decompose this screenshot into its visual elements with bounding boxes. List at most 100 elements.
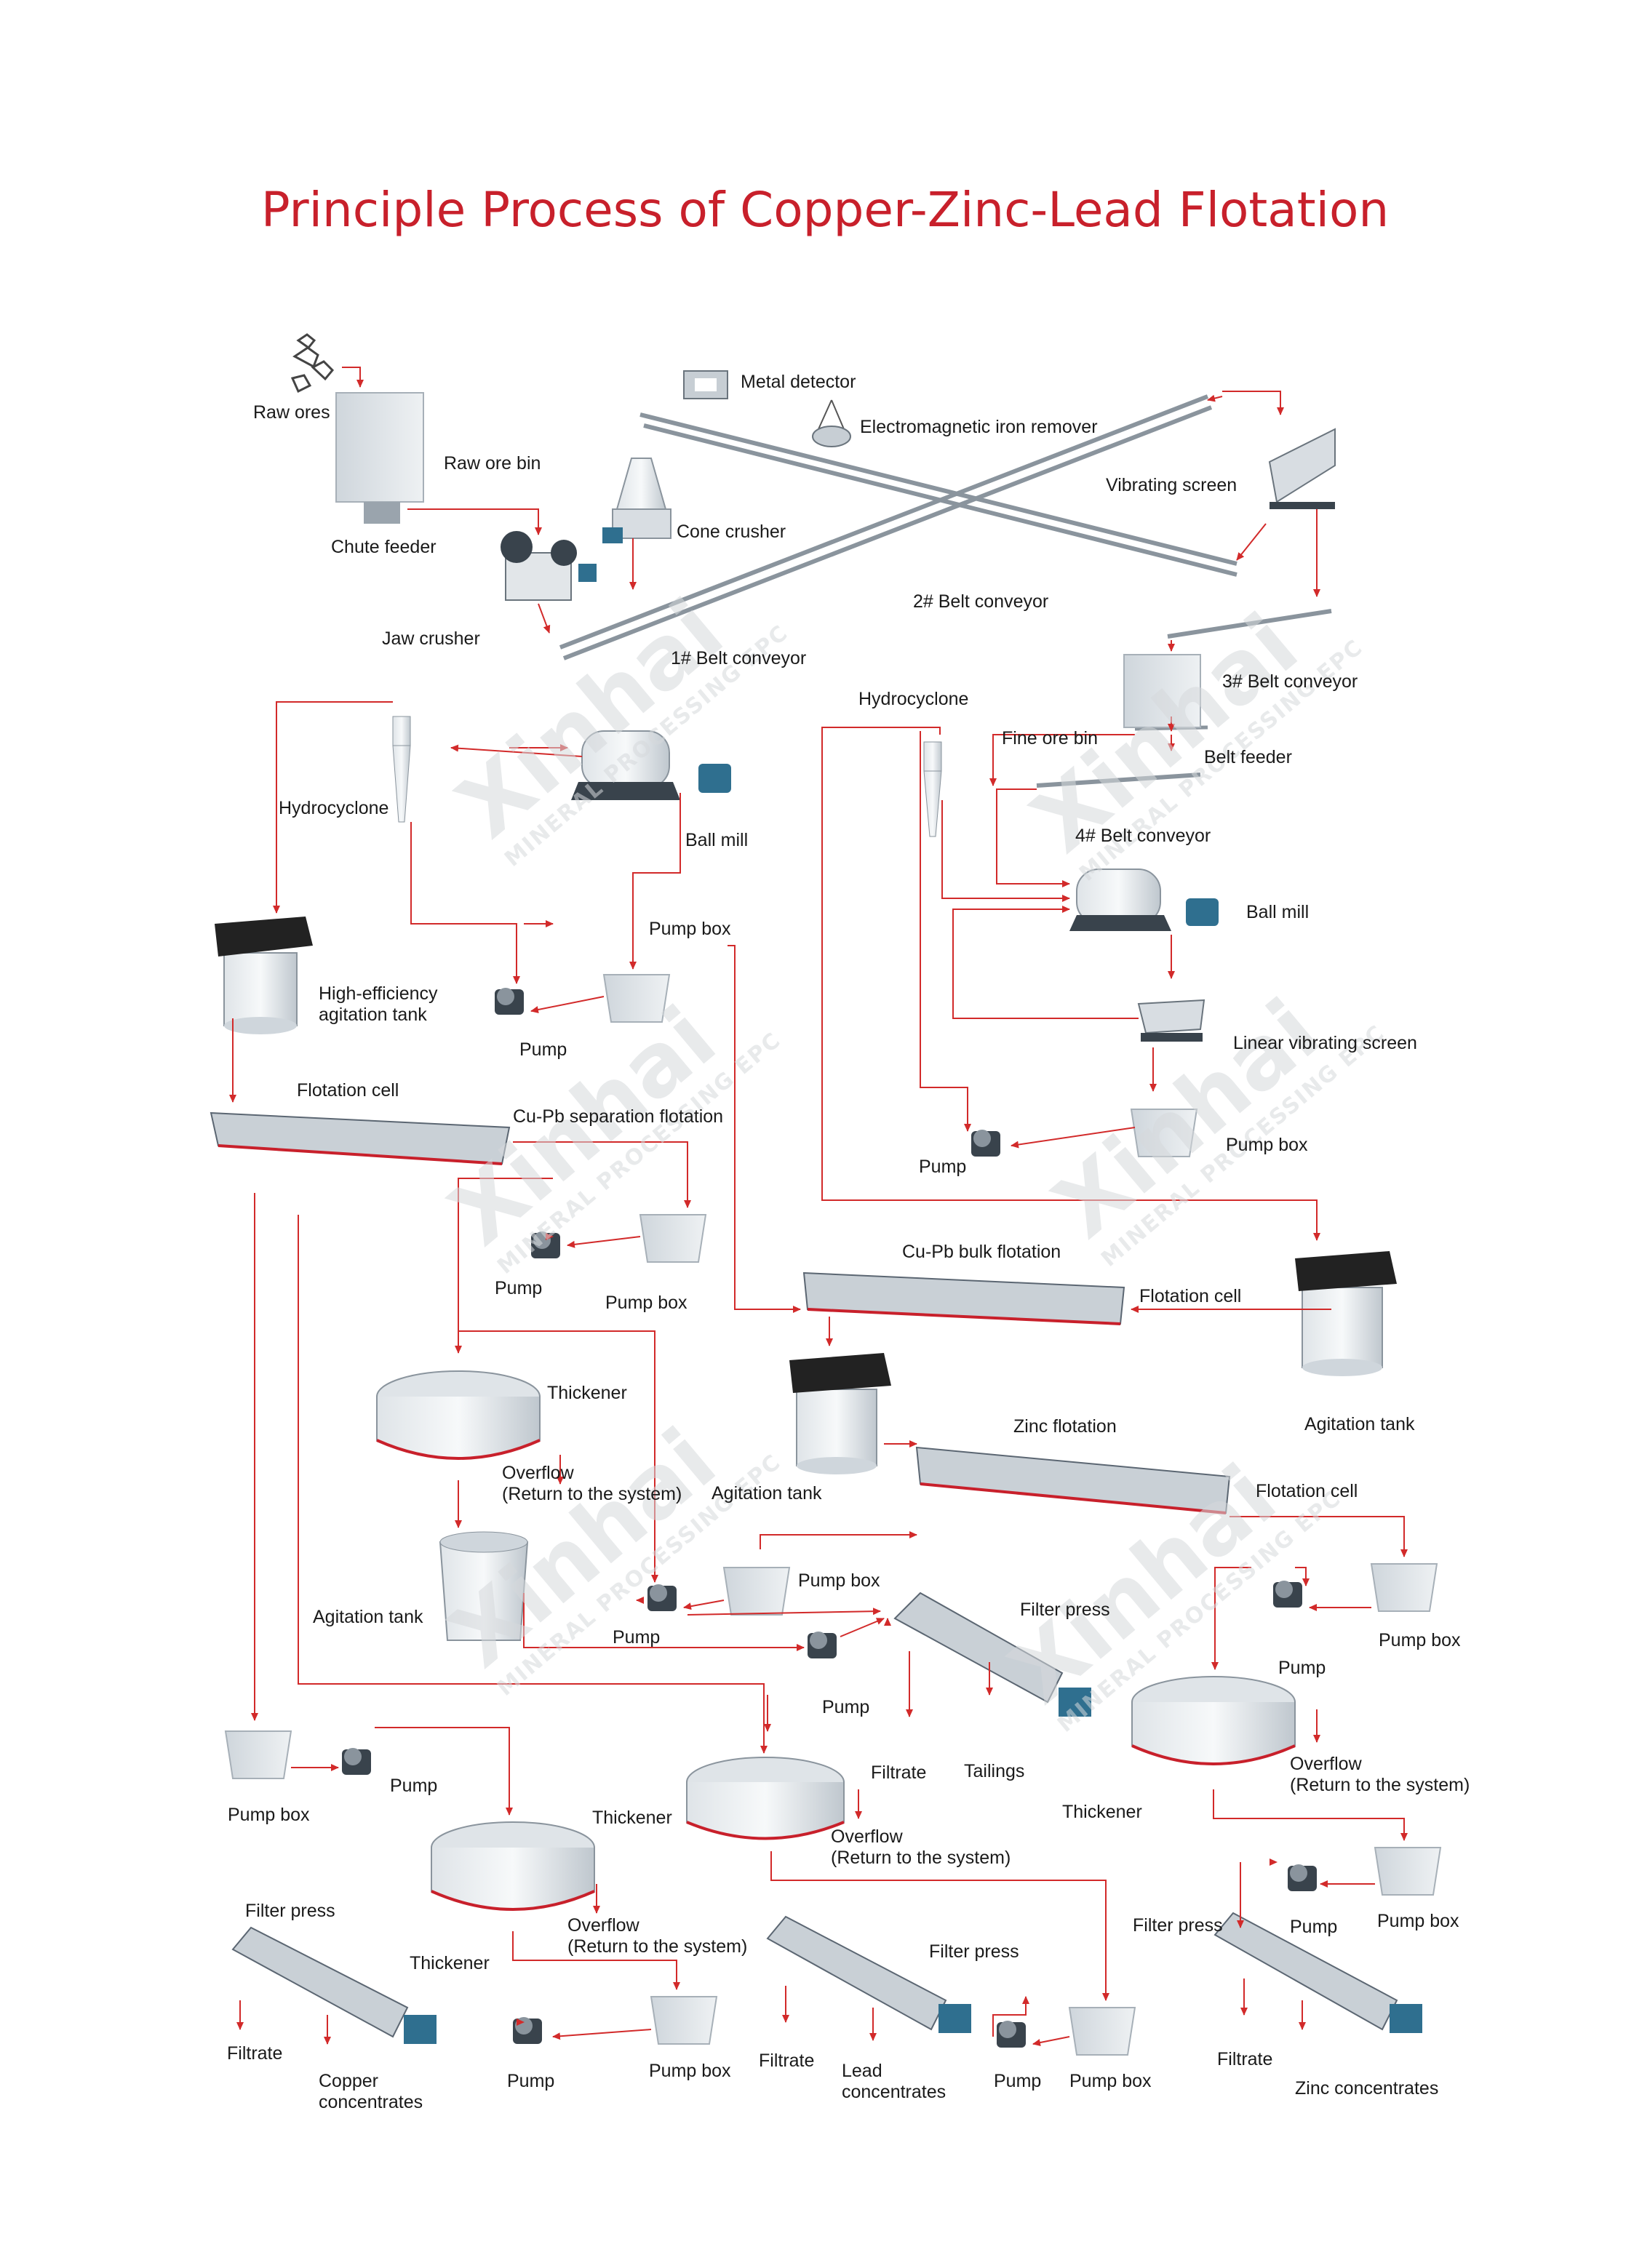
label-pump-cu2: Pump (507, 2071, 555, 2091)
label-pump-pb: Pump (994, 2071, 1042, 2091)
high-efficiency-agitation-tank-icon (215, 917, 313, 1034)
ball-mill-right-icon (1069, 869, 1219, 931)
pump-box-zn2-icon (1374, 1847, 1442, 1896)
label-fine-ore-bin: Fine ore bin (1002, 728, 1099, 748)
flow-arrows (229, 367, 1408, 2046)
label-belt-feeder: Belt feeder (1204, 747, 1292, 767)
label-jaw-crusher: Jaw crusher (382, 628, 480, 649)
pump-box-cu2-icon (650, 1996, 718, 2045)
label-linear-vibrating-screen: Linear vibrating screen (1233, 1033, 1417, 1053)
label-copper-concentrates: Copper concentrates (319, 2071, 423, 2112)
label-chute-feeder: Chute feeder (331, 537, 437, 557)
pump-box-left-top-icon (602, 974, 671, 1023)
label-pump-box-left-top: Pump box (649, 919, 731, 939)
label-hydrocyclone-right: Hydrocyclone (858, 689, 969, 709)
label-pump-left-top: Pump (519, 1039, 567, 1060)
label-pump-box-zn2: Pump box (1377, 1911, 1459, 1931)
filter-press-cu-icon (231, 1926, 437, 2044)
pump-cu2-icon (513, 2017, 542, 2044)
raw-ore-bin-icon (335, 392, 424, 524)
hydrocyclone-left-icon (392, 716, 411, 823)
label-hydrocyclone-left: Hydrocyclone (279, 798, 389, 818)
label-filter-press-zn: Filter press (1133, 1915, 1223, 1936)
label-pump-right-mid: Pump (919, 1157, 967, 1177)
pump-cu-icon (342, 1748, 371, 1775)
flotation-cell-left-icon (210, 1111, 511, 1165)
label-pump-zn2: Pump (1290, 1917, 1338, 1937)
belt-conveyor-3 (1167, 609, 1332, 639)
label-filter-press-mid: Filter press (1020, 1600, 1110, 1620)
label-cone-crusher: Cone crusher (677, 522, 786, 542)
cone-crusher-icon (602, 458, 671, 543)
metal-detector-icon (683, 370, 728, 399)
fine-ore-bin-icon (1123, 654, 1201, 728)
linear-vibrating-screen-icon (1137, 999, 1205, 1042)
label-belt-conveyor-4: 4# Belt conveyor (1075, 826, 1211, 846)
label-filtrate-cu: Filtrate (227, 2043, 283, 2064)
label-pump-box-right-mid: Pump box (1226, 1135, 1308, 1155)
label-thickener-cu-bottom: Thickener (410, 1953, 490, 1973)
thickener-cu-icon (431, 1821, 595, 1911)
label-thickener-zinc: Thickener (1062, 1802, 1142, 1822)
label-iron-remover: Electromagnetic iron remover (860, 417, 1098, 437)
pump-right-mid-icon (971, 1130, 1000, 1157)
thickener-zinc-icon (1131, 1676, 1296, 1765)
label-belt-conveyor-2: 2# Belt conveyor (913, 591, 1049, 612)
iron-remover-icon (812, 399, 851, 447)
label-flotation-cell-zinc: Flotation cell (1256, 1481, 1358, 1501)
label-overflow-cu: Overflow (Return to the system) (567, 1915, 748, 1957)
label-overflow-zinc: Overflow (Return to the system) (1290, 1754, 1470, 1795)
label-overflow-pb: Overflow (Return to the system) (831, 1826, 1011, 1868)
label-pump-box-center: Pump box (605, 1293, 688, 1313)
thickener-1-icon (376, 1370, 541, 1460)
pump-box-pb-icon (1068, 2007, 1136, 2056)
agitation-tank-mid-icon (789, 1353, 891, 1474)
label-agitation-tank-left: Agitation tank (313, 1607, 423, 1627)
vibrating-screen-icon (1268, 428, 1336, 509)
thickener-pb-icon (686, 1757, 845, 1840)
label-thickener-cu: Thickener (592, 1808, 672, 1828)
pump-left-top-icon (495, 988, 524, 1015)
pump-mid2-icon (647, 1584, 677, 1611)
label-overflow-1: Overflow (Return to the system) (502, 1463, 682, 1504)
label-zinc-concentrates: Zinc concentrates (1295, 2078, 1439, 2099)
pump-box-icons (224, 974, 1442, 2056)
belt-conveyor-2 (639, 412, 1238, 577)
label-metal-detector: Metal detector (741, 372, 856, 392)
filter-press-pb-icon (766, 1915, 971, 2033)
label-pump-cu: Pump (390, 1776, 438, 1796)
label-cu-pb-separation: Cu-Pb separation flotation (513, 1106, 724, 1127)
filter-press-mid-icon (893, 1592, 1091, 1717)
label-high-eff-agitation-tank: High-efficiency agitation tank (319, 983, 438, 1025)
pump-zinc-icon (1273, 1581, 1302, 1608)
label-thickener-1: Thickener (547, 1383, 627, 1403)
agitation-tank-left-icon (439, 1531, 529, 1641)
label-pump-box-pb: Pump box (1069, 2071, 1152, 2091)
label-pump-box-zinc: Pump box (1379, 1630, 1461, 1650)
label-raw-ores: Raw ores (253, 402, 330, 423)
label-filtrate-pb: Filtrate (759, 2051, 815, 2071)
label-tailings: Tailings (964, 1761, 1025, 1781)
hydrocyclone-right-icon (923, 741, 942, 837)
label-lead-concentrates: Lead concentrates (842, 2061, 946, 2102)
label-ball-mill-right: Ball mill (1246, 902, 1310, 922)
pump-pb-icon (997, 2021, 1026, 2048)
label-pump-box-mid2: Pump box (798, 1570, 880, 1591)
label-vibrating-screen: Vibrating screen (1106, 475, 1238, 495)
belt-conveyor-4 (1036, 772, 1201, 788)
pump-box-right-mid-icon (1130, 1109, 1198, 1157)
label-pump-zinc: Pump (1278, 1658, 1326, 1678)
label-filter-press-cu: Filter press (245, 1901, 335, 1921)
label-agitation-tank-mid: Agitation tank (712, 1483, 822, 1504)
flotation-cell-bulk-icon (802, 1271, 1125, 1325)
diagram-title: Principle Process of Copper-Zinc-Lead Fl… (260, 182, 1390, 238)
jaw-crusher-icon (501, 531, 597, 601)
label-pump-box-cu2: Pump box (649, 2061, 731, 2081)
pump-zn2-icon (1288, 1864, 1317, 1891)
label-zinc-flotation: Zinc flotation (1013, 1416, 1117, 1437)
label-pump-mid2: Pump (613, 1627, 661, 1648)
label-flotation-cell-mid: Flotation cell (1139, 1286, 1242, 1306)
pump-center-icon (531, 1231, 560, 1258)
pump-box-zinc-icon (1370, 1563, 1438, 1612)
